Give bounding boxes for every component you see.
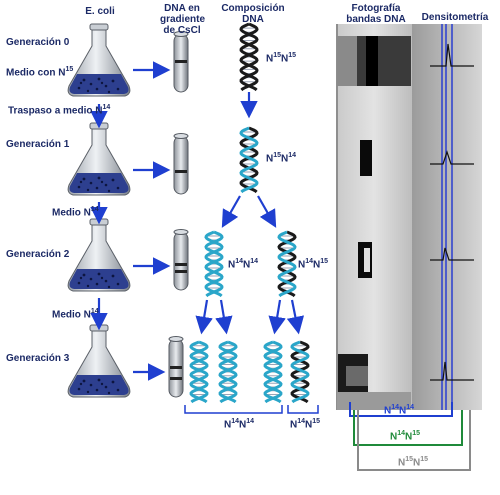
dna-label-gen3-right-a-sup: 14 bbox=[297, 418, 306, 425]
band-label-hybrid-b: N bbox=[405, 431, 413, 443]
band-label-light-b: N bbox=[399, 405, 407, 417]
band-label-hybrid: N14N15 bbox=[390, 430, 420, 442]
dna-label-gen2-left-a: N bbox=[228, 259, 236, 271]
dna-label-gen3-left: N14N14 bbox=[224, 418, 254, 430]
grouping-brackets bbox=[184, 402, 471, 471]
label-medium-2: Medio N14 bbox=[52, 308, 99, 320]
band-photo-panel bbox=[336, 24, 412, 410]
label-medium-1-sup: 14 bbox=[90, 206, 99, 213]
dna-label-gen2-left-b: N bbox=[243, 259, 251, 271]
header-ecoli: E. coli bbox=[85, 6, 115, 17]
dna-label-gen0-b-sup: 15 bbox=[288, 52, 297, 59]
label-generation-3: Generación 3 bbox=[6, 353, 70, 364]
band-label-light: N14N14 bbox=[384, 404, 414, 416]
densitometry-traces bbox=[430, 43, 474, 381]
label-medium-n15-sup: 15 bbox=[65, 66, 74, 73]
dna-helices bbox=[189, 22, 310, 404]
tube-gen1 bbox=[173, 133, 189, 195]
label-medium-1-text: Medio N bbox=[52, 207, 91, 219]
band-photo-gen1 bbox=[360, 140, 372, 176]
header-dna-gradient-line2: gradiente bbox=[160, 14, 206, 25]
band-label-light-a-sup: 14 bbox=[391, 404, 400, 411]
dna-label-gen3-right: N14N15 bbox=[290, 418, 320, 430]
band-label-heavy-b: N bbox=[413, 457, 421, 469]
dna-label-gen3-left-a-sup: 14 bbox=[231, 418, 240, 425]
flask-gen1 bbox=[67, 122, 131, 196]
dna-helix-gen3-b bbox=[218, 340, 238, 404]
header-band-photo: Fotografía bandas DNA bbox=[340, 3, 412, 25]
band-label-hybrid-b-sup: 15 bbox=[412, 430, 421, 437]
dna-label-gen1-a-sup: 15 bbox=[273, 152, 282, 159]
dna-helix-gen3-a bbox=[189, 340, 209, 404]
header-dna-gradient-line3: de CsCl bbox=[163, 25, 201, 36]
dna-helix-gen3-c bbox=[263, 340, 283, 404]
label-generation-1: Generación 1 bbox=[6, 139, 70, 150]
label-transfer-text: Traspaso a medio N bbox=[8, 105, 103, 117]
tube-gen2 bbox=[173, 229, 189, 291]
band-label-light-a: N bbox=[384, 405, 392, 417]
dna-label-gen3-left-b-sup: 14 bbox=[246, 418, 255, 425]
dna-label-gen3-left-a: N bbox=[224, 419, 232, 431]
dna-label-gen2-left-b-sup: 14 bbox=[250, 258, 259, 265]
dna-label-gen2-left-a-sup: 14 bbox=[235, 258, 244, 265]
label-medium-2-text: Medio N bbox=[52, 309, 91, 321]
dna-label-gen2-right: N14N15 bbox=[298, 258, 328, 270]
process-arrows bbox=[90, 61, 305, 381]
label-medium-1: Medio N14 bbox=[52, 206, 99, 218]
label-transfer-sup: 14 bbox=[102, 104, 111, 111]
dna-label-gen2-right-b: N bbox=[313, 259, 321, 271]
flask-gen2 bbox=[67, 218, 131, 292]
dna-label-gen3-left-b: N bbox=[239, 419, 247, 431]
dna-helix-gen2-left bbox=[204, 230, 224, 298]
dna-label-gen2-right-b-sup: 15 bbox=[320, 258, 329, 265]
dna-helix-gen1 bbox=[239, 126, 259, 194]
header-dna-gradient-line1: DNA en bbox=[164, 3, 200, 14]
dna-label-gen2-right-a-sup: 14 bbox=[305, 258, 314, 265]
header-dna-gradient: DNA en gradiente de CsCl bbox=[160, 3, 206, 36]
header-photo-line1: Fotografía bbox=[351, 3, 401, 14]
dna-label-gen3-right-b-sup: 15 bbox=[312, 418, 321, 425]
dna-label-gen0: N15N15 bbox=[266, 52, 296, 64]
band-label-hybrid-a-sup: 14 bbox=[397, 430, 406, 437]
dna-label-gen1: N15N14 bbox=[266, 152, 296, 164]
dna-label-gen2-right-a: N bbox=[298, 259, 306, 271]
dna-label-gen1-b: N bbox=[281, 153, 289, 165]
header-densitometry: Densitometría bbox=[421, 12, 489, 23]
label-medium-2-sup: 14 bbox=[90, 308, 99, 315]
dna-label-gen3-right-a: N bbox=[290, 419, 298, 431]
label-generation-2: Generación 2 bbox=[6, 249, 70, 260]
band-label-heavy-a: N bbox=[398, 457, 406, 469]
dna-label-gen0-a-sup: 15 bbox=[273, 52, 282, 59]
band-label-hybrid-a: N bbox=[390, 431, 398, 443]
header-composition-line1: Composición bbox=[221, 3, 285, 14]
dna-label-gen0-a: N bbox=[266, 53, 274, 65]
header-photo-line2: bandas DNA bbox=[346, 14, 406, 25]
dna-label-gen2-left: N14N14 bbox=[228, 258, 258, 270]
flask-gen3 bbox=[67, 324, 131, 398]
label-medium-n15: Medio con N15 bbox=[6, 66, 73, 78]
dna-label-gen1-a: N bbox=[266, 153, 274, 165]
header-dna-composition: Composición DNA bbox=[218, 3, 288, 25]
band-label-heavy: N15N15 bbox=[398, 456, 428, 468]
label-transfer: Traspaso a medio N14 bbox=[8, 104, 110, 116]
band-label-light-b-sup: 14 bbox=[406, 404, 415, 411]
dna-label-gen3-right-b: N bbox=[305, 419, 313, 431]
dna-label-gen1-b-sup: 14 bbox=[288, 152, 297, 159]
dna-helix-gen0 bbox=[239, 22, 259, 92]
header-composition-line2: DNA bbox=[242, 14, 264, 25]
flask-gen0 bbox=[67, 23, 131, 97]
densitometry-panel bbox=[412, 24, 482, 410]
band-label-heavy-b-sup: 15 bbox=[420, 456, 429, 463]
dna-helix-gen3-d bbox=[290, 340, 310, 404]
label-medium-n15-text: Medio con N bbox=[6, 67, 66, 79]
dna-helix-gen2-right bbox=[277, 230, 297, 298]
band-label-heavy-a-sup: 15 bbox=[405, 456, 414, 463]
label-generation-0: Generación 0 bbox=[6, 37, 70, 48]
dna-label-gen0-b: N bbox=[281, 53, 289, 65]
